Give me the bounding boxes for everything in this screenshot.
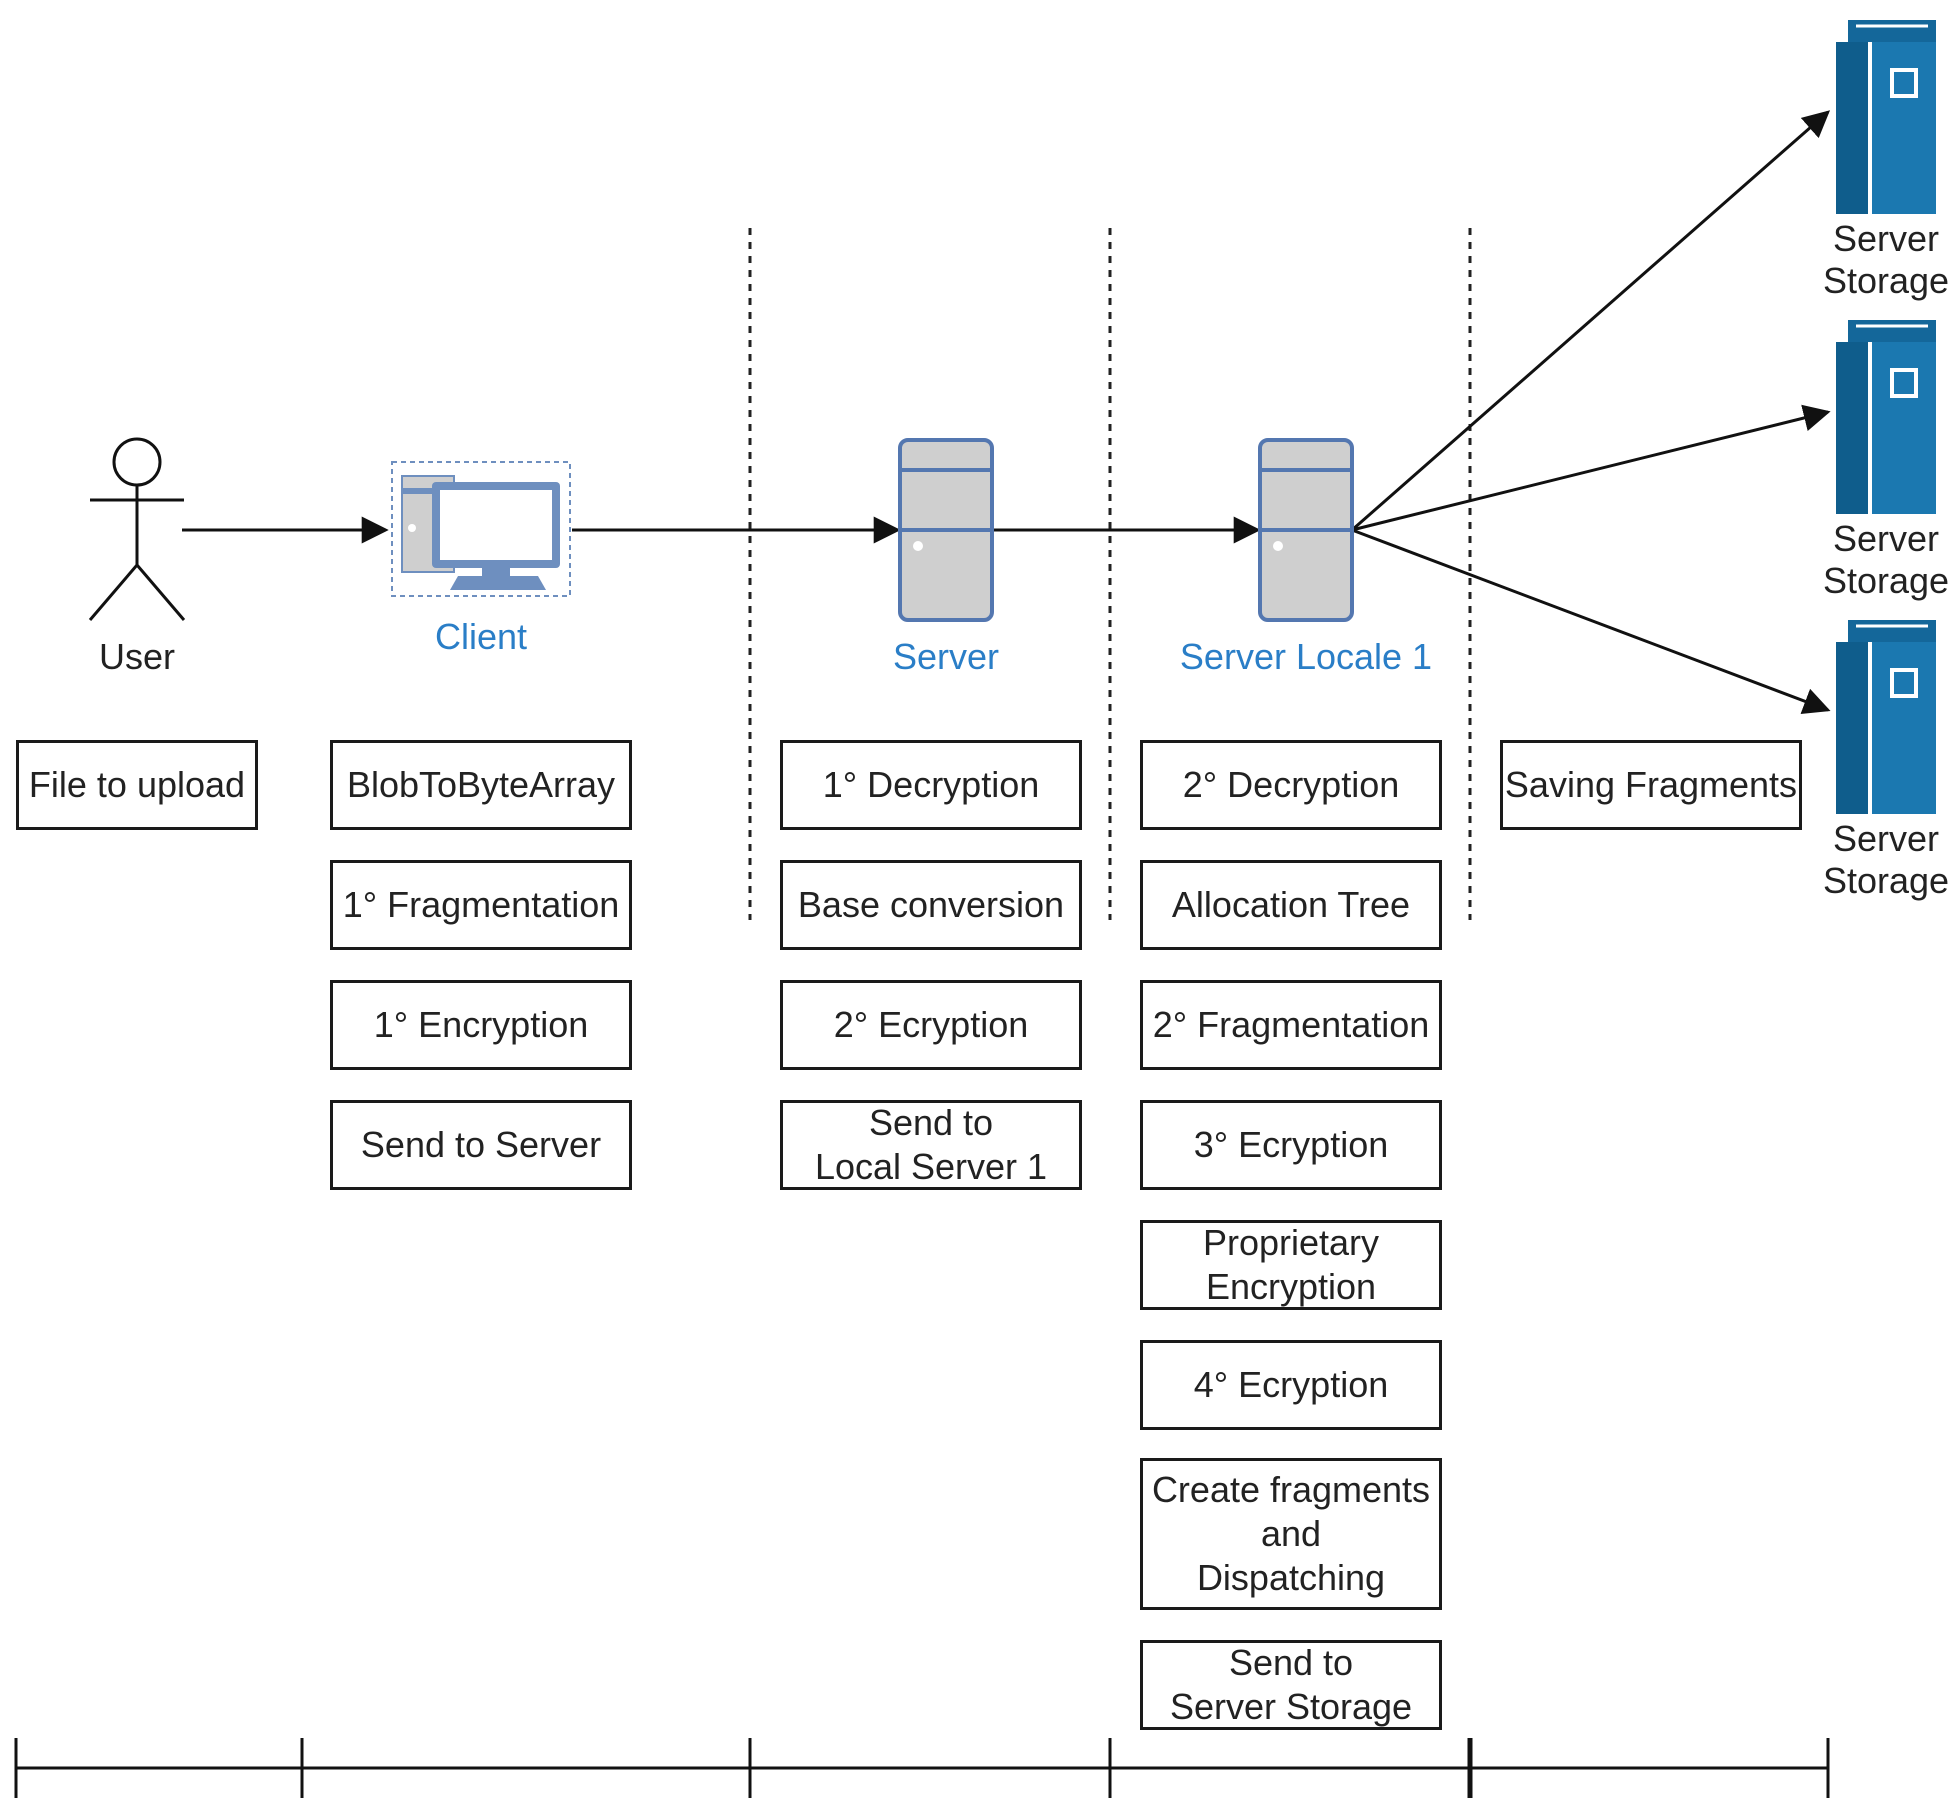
arrow-locale-storage-1 xyxy=(1351,110,1831,532)
storage-label-3: Server Storage xyxy=(1822,818,1950,901)
storage-rack-icon xyxy=(1836,20,1936,214)
step-second-fragmentation: 2° Fragmentation xyxy=(1140,980,1442,1070)
step-send-to-local-server: Send to Local Server 1 xyxy=(780,1100,1082,1190)
step-first-encryption: 1° Encryption xyxy=(330,980,632,1070)
step-saving-fragments: Saving Fragments xyxy=(1500,740,1802,830)
step-allocation-tree: Allocation Tree xyxy=(1140,860,1442,950)
step-first-decryption: 1° Decryption xyxy=(780,740,1082,830)
step-send-to-server-storage: Send to Server Storage xyxy=(1140,1640,1442,1730)
server-label: Server xyxy=(892,636,1000,677)
step-third-ecryption: 3° Ecryption xyxy=(1140,1100,1442,1190)
step-file-to-upload: File to upload xyxy=(16,740,258,830)
server-locale-label: Server Locale 1 xyxy=(1179,636,1433,677)
step-second-ecryption: 2° Ecryption xyxy=(780,980,1082,1070)
stick-figure-icon xyxy=(88,437,186,621)
step-blob-to-byte-array: BlobToByteArray xyxy=(330,740,632,830)
storage-label-2: Server Storage xyxy=(1822,518,1950,601)
step-second-decryption: 2° Decryption xyxy=(1140,740,1442,830)
client-label: Client xyxy=(434,616,528,657)
flow-arrows xyxy=(182,110,1831,715)
desktop-computer-icon xyxy=(391,461,571,597)
lane-separators xyxy=(748,228,1472,920)
timeline xyxy=(14,1738,1830,1798)
step-proprietary-encryption: Proprietary Encryption xyxy=(1140,1220,1442,1310)
step-fourth-ecryption: 4° Ecryption xyxy=(1140,1340,1442,1430)
step-base-conversion: Base conversion xyxy=(780,860,1082,950)
arrow-locale-storage-3 xyxy=(1351,528,1831,715)
storage-rack-icon xyxy=(1836,320,1936,514)
arrow-locale-storage-2 xyxy=(1351,404,1831,532)
server-tower-icon xyxy=(1258,438,1354,622)
user-label: User xyxy=(98,636,175,677)
storage-label-1: Server Storage xyxy=(1822,218,1950,301)
step-create-fragments-dispatching: Create fragments and Dispatching xyxy=(1140,1458,1442,1610)
server-tower-icon xyxy=(898,438,994,622)
step-first-fragmentation: 1° Fragmentation xyxy=(330,860,632,950)
storage-rack-icon xyxy=(1836,620,1936,814)
step-send-to-server: Send to Server xyxy=(330,1100,632,1190)
